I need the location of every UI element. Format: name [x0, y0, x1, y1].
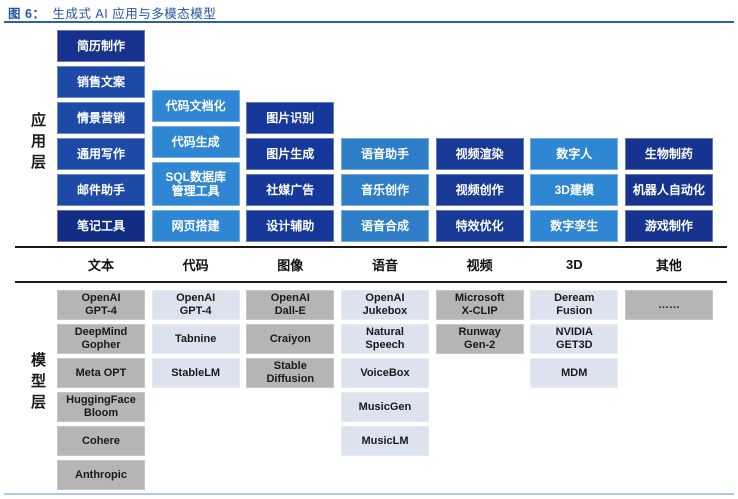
model-box: HuggingFace Bloom: [57, 392, 145, 422]
app-box: 语音合成: [340, 210, 429, 242]
app-column-image: 图片识别图片生成社媒广告设计辅助: [246, 102, 335, 242]
model-box: OpenAI GPT-4: [151, 290, 240, 320]
model-box: OpenAI Jukebox: [340, 290, 429, 320]
model-box: MusicGen: [340, 392, 429, 422]
app-box: 简历制作: [57, 30, 145, 62]
app-box: 设计辅助: [246, 210, 335, 242]
model-box: Stable Diffusion: [246, 358, 335, 388]
app-column-text: 简历制作销售文案情景营销通用写作邮件助手笔记工具: [57, 30, 145, 242]
model-box: OpenAI GPT-4: [57, 290, 145, 320]
app-box: 销售文案: [57, 66, 145, 98]
figure-number-label: 图 6：: [8, 7, 46, 21]
app-column-other: 生物制药机器人自动化游戏制作: [624, 138, 713, 242]
app-box: 邮件助手: [57, 174, 145, 206]
category-label-video: 视频: [466, 258, 493, 273]
category-label-speech: 语音: [371, 258, 398, 273]
model-box: Craiyon: [246, 324, 335, 354]
bottom-divider: [4, 493, 734, 495]
category-label-text: 文本: [87, 258, 114, 273]
app-box: 代码生成: [151, 126, 240, 158]
app-box: 3D建模: [530, 174, 619, 206]
divider-bottom: [15, 281, 727, 283]
app-box: 图片识别: [246, 102, 335, 134]
model-layer-label: 模型层: [29, 352, 46, 415]
category-label-other: 其他: [655, 258, 682, 273]
model-column-video: Microsoft X-CLIP Runway Gen-2: [435, 290, 524, 354]
model-box: OpenAI Dall-E: [246, 290, 335, 320]
category-header-row: 文本 代码 图像 语音 视频 3D 其他: [57, 248, 713, 281]
app-box: 游戏制作: [624, 210, 713, 242]
app-box: 数字孪生: [530, 210, 619, 242]
figure-title: 图 6： 生成式 AI 应用与多模态模型: [8, 3, 216, 22]
app-column-code: 代码文档化代码生成 SQL数据库 管理工具网页搭建: [151, 90, 240, 242]
model-box: Runway Gen-2: [435, 324, 524, 354]
app-box: 特效优化: [435, 210, 524, 242]
app-column-video: 视频渲染视频创作特效优化: [435, 138, 524, 242]
app-box: 图片生成: [246, 138, 335, 170]
app-column-speech: 语音助手音乐创作语音合成: [340, 138, 429, 242]
app-box: 网页搭建: [151, 210, 240, 242]
app-box: 生物制药: [624, 138, 713, 170]
app-box: 视频渲染: [435, 138, 524, 170]
category-label-3d: 3D: [565, 257, 583, 272]
model-box: Deream Fusion: [530, 290, 619, 320]
app-box: SQL数据库 管理工具: [151, 162, 240, 206]
app-box: 笔记工具: [57, 210, 145, 242]
model-box: StableLM: [151, 358, 240, 388]
app-box: 数字人: [530, 138, 619, 170]
app-box: 代码文档化: [151, 90, 240, 122]
app-box: 机器人自动化: [624, 174, 713, 206]
app-column-3d: 数字人 3D建模数字孪生: [530, 138, 619, 242]
app-box: 通用写作: [57, 138, 145, 170]
model-box: Meta OPT: [57, 358, 145, 388]
model-box: NVIDIA GET3D: [530, 324, 619, 354]
model-box: Natural Speech: [340, 324, 429, 354]
app-box: 语音助手: [340, 138, 429, 170]
app-layer-label: 应用层: [29, 112, 46, 175]
model-box: VoiceBox: [340, 358, 429, 388]
app-box: 情景营销: [57, 102, 145, 134]
app-box: 音乐创作: [340, 174, 429, 206]
category-label-image: 图像: [277, 258, 304, 273]
model-box: Cohere: [57, 426, 145, 456]
figure-title-text: 生成式 AI 应用与多模态模型: [52, 7, 217, 21]
model-box: MusicLM: [340, 426, 429, 456]
title-divider: [4, 21, 734, 23]
model-column-other: ……: [624, 290, 713, 320]
model-box: Microsoft X-CLIP: [435, 290, 524, 320]
app-box: 社媒广告: [246, 174, 335, 206]
model-box: ……: [624, 290, 713, 320]
app-box: 视频创作: [435, 174, 524, 206]
divider-top: [15, 246, 727, 248]
model-box: MDM: [530, 358, 619, 388]
model-box: DeepMind Gopher: [57, 324, 145, 354]
model-box: Anthropic: [57, 460, 145, 490]
model-box: Tabnine: [151, 324, 240, 354]
category-label-code: 代码: [182, 258, 209, 273]
